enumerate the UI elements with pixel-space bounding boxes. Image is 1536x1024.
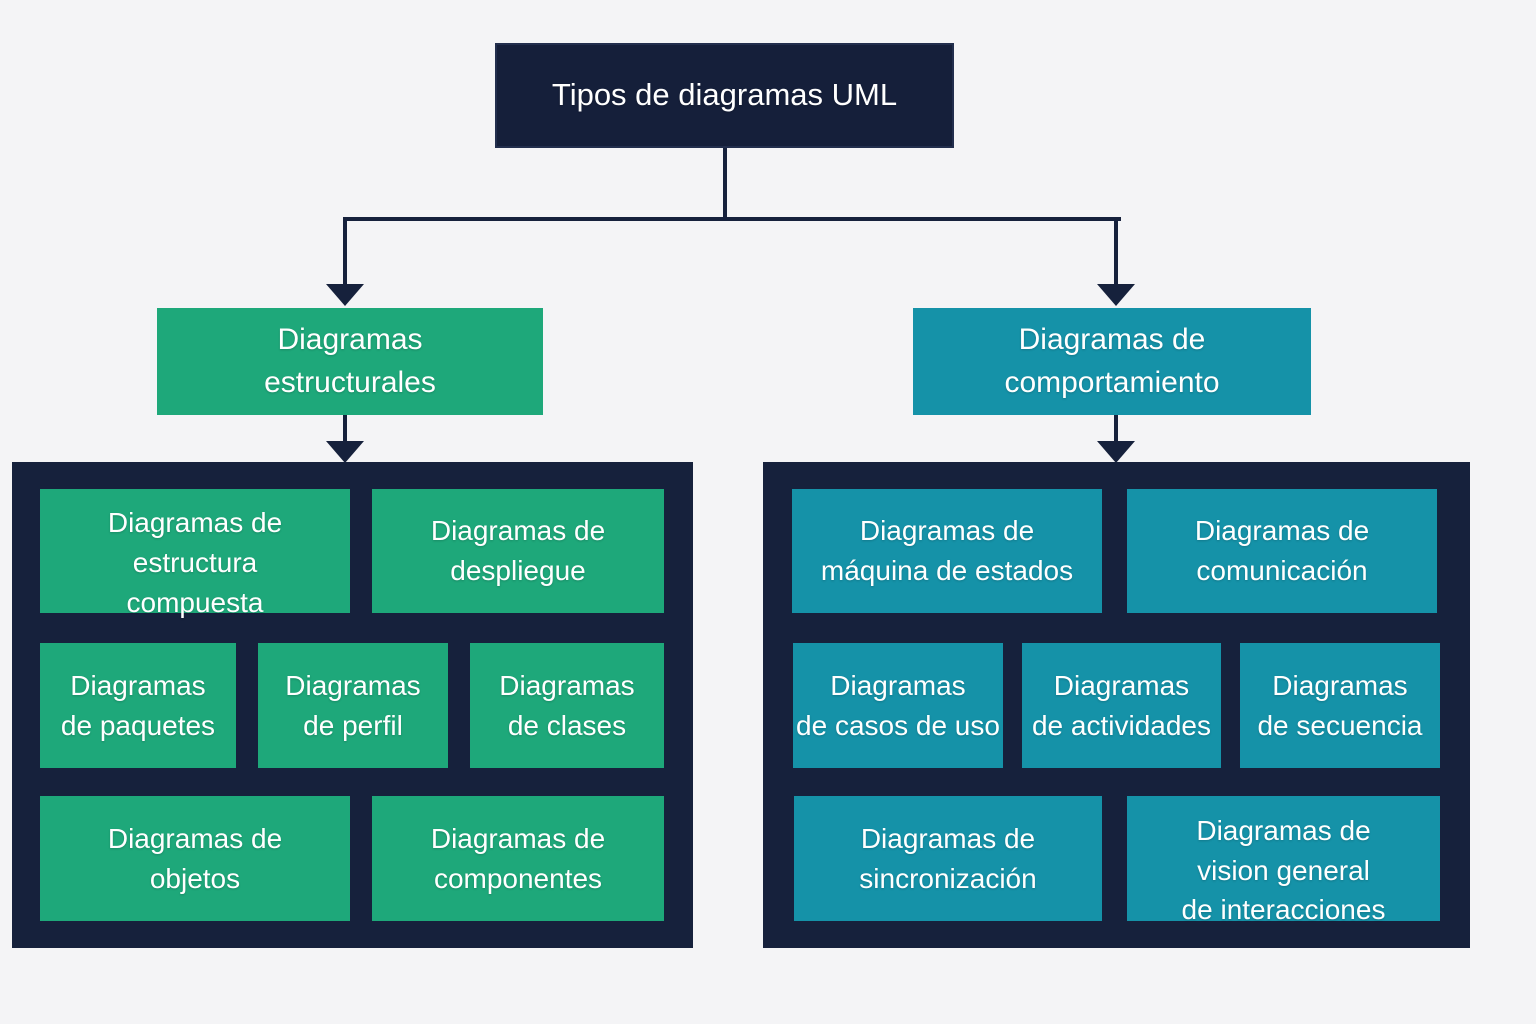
node-estructura-compuesta-label: Diagramas de estructura compuesta: [107, 507, 283, 618]
node-comunicacion-label: Diagramas de comunicación: [1194, 515, 1370, 586]
node-vision-general-interacciones: Diagramas de vision general de interacci…: [1127, 796, 1440, 925]
node-paquetes: Diagramas de paquetes: [40, 643, 236, 768]
connector-behavioral-stem: [1114, 415, 1118, 443]
node-despliegue-label: Diagramas de despliegue: [430, 515, 606, 586]
arrowhead-to-structural-group: [326, 441, 364, 463]
node-casos-de-uso: Diagramas de casos de uso: [793, 643, 1003, 768]
connector-horizontal-bar: [343, 217, 1121, 221]
node-maquina-de-estados-label: Diagramas de máquina de estados: [820, 515, 1074, 586]
arrowhead-to-behavioral-group: [1097, 441, 1135, 463]
node-comunicacion: Diagramas de comunicación: [1127, 489, 1437, 613]
node-sincronizacion-label: Diagramas de sincronización: [859, 822, 1037, 894]
node-sincronizacion: Diagramas de sincronización: [794, 796, 1102, 921]
node-perfil-label: Diagramas de perfil: [285, 669, 421, 741]
arrowhead-to-behavioral: [1097, 284, 1135, 306]
node-actividades-label: Diagramas de actividades: [1031, 669, 1211, 741]
connector-right-drop: [1114, 217, 1118, 284]
node-casos-de-uso-label: Diagramas de casos de uso: [796, 669, 1000, 741]
branch-behavioral: Diagramas de comportamiento: [913, 308, 1311, 415]
node-clases-label: Diagramas de clases: [499, 669, 635, 741]
node-secuencia-label: Diagramas de secuencia: [1257, 669, 1423, 741]
node-perfil: Diagramas de perfil: [258, 643, 448, 768]
branch-structural: Diagramas estructurales: [157, 308, 543, 415]
node-clases: Diagramas de clases: [470, 643, 664, 768]
node-paquetes-label: Diagramas de paquetes: [60, 669, 216, 741]
node-componentes: Diagramas de componentes: [372, 796, 664, 921]
node-componentes-label: Diagramas de componentes: [430, 822, 606, 894]
connector-root-stem: [723, 148, 727, 220]
node-secuencia: Diagramas de secuencia: [1240, 643, 1440, 768]
connector-left-drop: [343, 217, 347, 284]
node-objetos: Diagramas de objetos: [40, 796, 350, 921]
node-estructura-compuesta: Diagramas de estructura compuesta: [40, 489, 350, 618]
branch-structural-label: Diagramas estructurales: [264, 322, 436, 399]
root-node-label: Tipos de diagramas UML: [551, 77, 898, 113]
branch-behavioral-label: Diagramas de comportamiento: [1004, 322, 1220, 399]
node-despliegue: Diagramas de despliegue: [372, 489, 664, 613]
connector-structural-stem: [343, 415, 347, 443]
node-maquina-de-estados: Diagramas de máquina de estados: [792, 489, 1102, 613]
node-actividades: Diagramas de actividades: [1022, 643, 1221, 768]
arrowhead-to-structural: [326, 284, 364, 306]
behavioral-group-panel: Diagramas de máquina de estados Diagrama…: [763, 462, 1470, 948]
structural-group-panel: Diagramas de estructura compuesta Diagra…: [12, 462, 693, 948]
node-objetos-label: Diagramas de objetos: [107, 822, 283, 894]
node-vision-general-interacciones-label: Diagramas de vision general de interacci…: [1181, 814, 1386, 926]
root-node: Tipos de diagramas UML: [495, 43, 954, 148]
